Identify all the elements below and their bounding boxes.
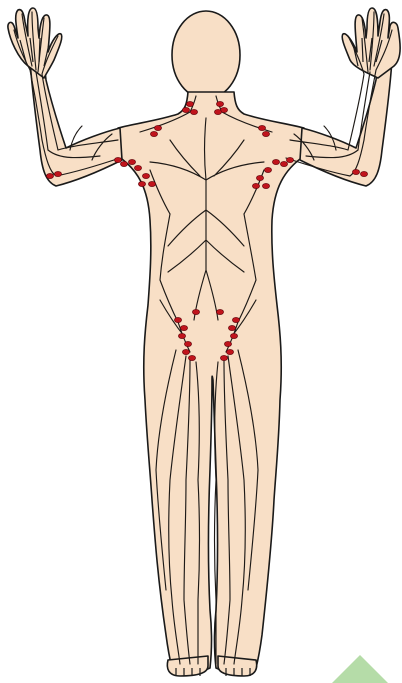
lymph-node bbox=[54, 171, 61, 176]
lymph-node bbox=[154, 125, 161, 130]
lymph-node bbox=[186, 101, 193, 106]
lymph-node bbox=[286, 157, 293, 162]
lymph-node bbox=[230, 333, 237, 338]
lymph-node bbox=[184, 341, 191, 346]
lymph-node bbox=[216, 309, 223, 314]
lymph-node bbox=[138, 181, 145, 186]
lymph-node bbox=[174, 317, 181, 322]
torso-and-legs bbox=[118, 92, 304, 673]
lymph-node bbox=[228, 325, 235, 330]
lymph-node bbox=[352, 169, 359, 174]
lymph-node bbox=[182, 107, 189, 112]
lymph-node bbox=[134, 165, 141, 170]
lymph-node bbox=[120, 161, 127, 166]
lymph-node bbox=[258, 125, 265, 130]
lymph-node bbox=[360, 171, 367, 176]
lymph-node bbox=[256, 175, 263, 180]
left-foot bbox=[167, 656, 208, 676]
lymph-node bbox=[264, 167, 271, 172]
lymph-node bbox=[178, 333, 185, 338]
lymph-node bbox=[262, 183, 269, 188]
lymph-node bbox=[128, 159, 135, 164]
lymph-node bbox=[188, 355, 195, 360]
lymph-node bbox=[224, 341, 231, 346]
lymph-node bbox=[148, 181, 155, 186]
lymph-node bbox=[216, 101, 223, 106]
lymph-node bbox=[142, 173, 149, 178]
lymph-node bbox=[46, 173, 53, 178]
right-foot bbox=[218, 656, 257, 676]
lymph-node bbox=[180, 325, 187, 330]
lymph-node bbox=[220, 355, 227, 360]
lymph-node bbox=[182, 349, 189, 354]
lymph-node bbox=[262, 131, 269, 136]
body-silhouette bbox=[8, 8, 400, 676]
lymph-node bbox=[190, 109, 197, 114]
lymph-node bbox=[232, 317, 239, 322]
lymph-node bbox=[280, 161, 287, 166]
lymph-node bbox=[192, 309, 199, 314]
lymph-node bbox=[272, 159, 279, 164]
lymph-node bbox=[114, 157, 121, 162]
lymph-node bbox=[150, 131, 157, 136]
lymph-node bbox=[226, 349, 233, 354]
lymph-node bbox=[252, 183, 259, 188]
head bbox=[172, 11, 240, 99]
left-hand bbox=[8, 8, 62, 78]
lymph-node bbox=[214, 109, 221, 114]
up-arrow-icon[interactable] bbox=[330, 653, 390, 683]
